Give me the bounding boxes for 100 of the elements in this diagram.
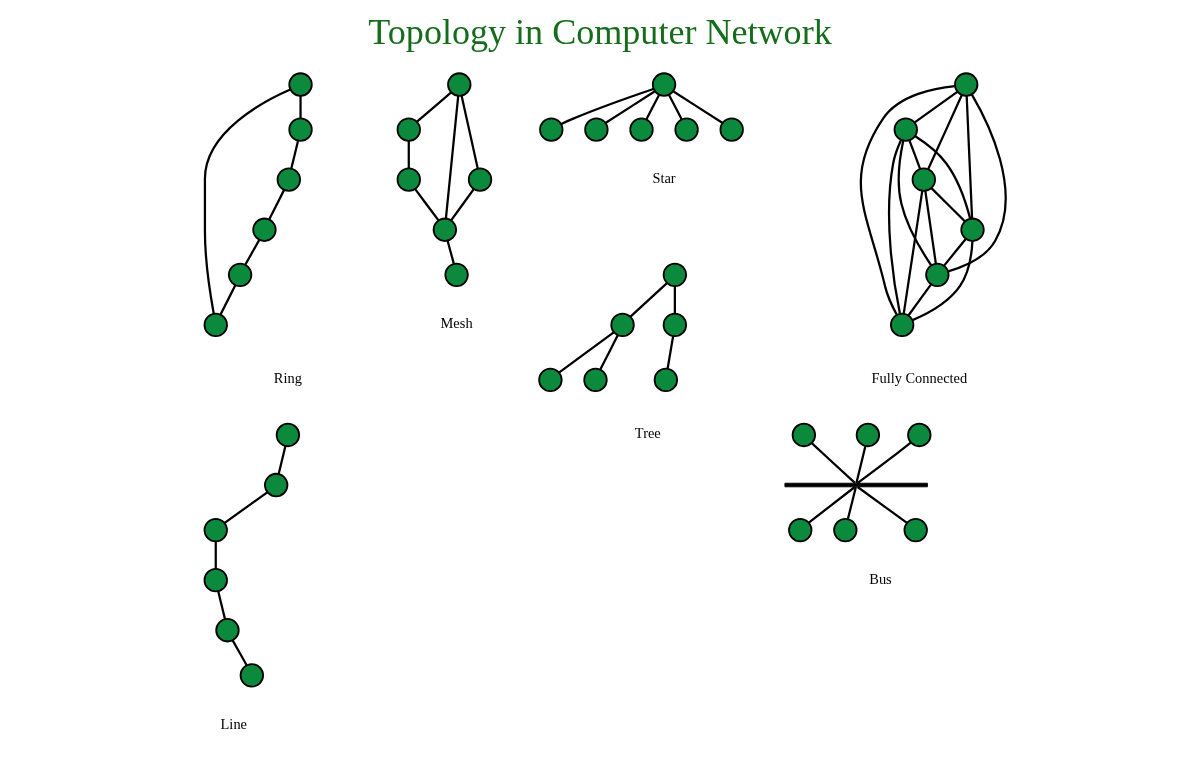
connector (930, 187, 966, 222)
connector (897, 140, 933, 266)
node-circle (583, 367, 608, 393)
label: Line (220, 715, 248, 732)
connector (856, 486, 908, 524)
node-bar (784, 482, 928, 488)
connector (645, 94, 661, 120)
node-circle (227, 262, 253, 288)
node-circle (203, 312, 228, 338)
node-circle (893, 117, 918, 142)
connector (668, 94, 683, 120)
connector (902, 190, 924, 314)
label: Fully Connected (871, 370, 968, 387)
label: Bus (869, 570, 892, 587)
connector (268, 189, 285, 220)
connector (855, 445, 867, 484)
node-circle (264, 472, 289, 498)
connector (560, 87, 654, 125)
connector (299, 95, 302, 119)
node-circle (447, 72, 472, 97)
connector (290, 140, 300, 169)
node-circle (855, 422, 881, 448)
connector (217, 591, 227, 620)
connector (887, 139, 903, 314)
node-circle (890, 312, 915, 338)
node-circle (239, 663, 264, 688)
connector (907, 283, 932, 316)
label: Mesh (440, 315, 473, 332)
connector (912, 241, 974, 322)
node-circle (539, 117, 564, 142)
node-circle (833, 517, 858, 543)
node-circle (954, 72, 979, 97)
connector (244, 239, 261, 266)
node-circle (396, 117, 421, 142)
connector (446, 240, 455, 264)
connector (460, 95, 479, 169)
node-circle (610, 312, 635, 338)
node-circle (662, 312, 688, 338)
connector (947, 94, 1007, 273)
connector (231, 639, 248, 666)
connector (856, 441, 912, 485)
node-circle (288, 117, 313, 142)
node-circle (788, 517, 813, 543)
connector (673, 286, 676, 314)
connector (666, 335, 675, 369)
connector (914, 90, 958, 124)
connector (224, 491, 268, 524)
connector (407, 141, 410, 169)
connector (808, 486, 856, 524)
connector (558, 331, 615, 374)
connector (599, 334, 619, 371)
connector (908, 140, 922, 170)
node-circle (203, 568, 228, 593)
connector (914, 135, 972, 219)
node-circle (911, 167, 936, 192)
connector (965, 95, 974, 219)
connector (277, 445, 287, 475)
node-circle (925, 262, 950, 288)
node-circle (396, 167, 421, 192)
label: Star (652, 170, 676, 187)
node-circle (791, 422, 817, 448)
connector (943, 238, 967, 267)
connector (811, 442, 856, 484)
node-circle (203, 517, 228, 543)
connector (416, 91, 452, 123)
label: Ring (273, 370, 302, 387)
node-circle (629, 117, 654, 142)
node-circle (719, 117, 744, 142)
node-circle (432, 217, 458, 242)
node-circle (467, 167, 493, 192)
connector (450, 188, 475, 221)
connector (605, 90, 656, 124)
node-circle (276, 167, 301, 192)
node-circle (252, 217, 277, 242)
connector (927, 94, 963, 170)
connector (924, 190, 937, 264)
node-circle (653, 367, 678, 393)
connector (214, 541, 217, 569)
connector (414, 188, 440, 222)
connector (629, 282, 668, 318)
connector (672, 90, 723, 124)
node-circle (903, 517, 928, 543)
diagram-title: Topology in Computer Network (368, 12, 832, 53)
node-circle (662, 262, 688, 288)
node-circle (215, 618, 240, 643)
connector (219, 284, 237, 315)
node-circle (674, 117, 699, 142)
node-circle (538, 367, 563, 393)
node-circle (907, 422, 932, 448)
connector (444, 95, 460, 219)
connector (203, 88, 291, 314)
node-circle (960, 217, 985, 242)
node-circle (584, 117, 609, 142)
node-circle (444, 262, 469, 288)
label: Tree (634, 425, 661, 442)
node-circle (288, 72, 313, 97)
node-circle (275, 422, 301, 448)
node-circle (651, 72, 677, 97)
connector (859, 84, 956, 316)
connector (846, 486, 857, 520)
